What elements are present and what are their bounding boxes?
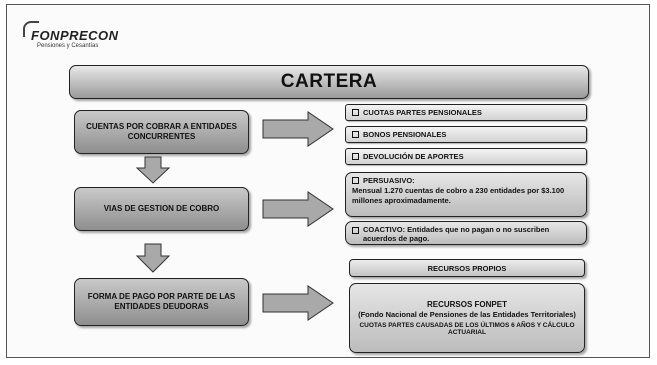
checkbox-bullet-icon: [352, 227, 359, 234]
persuasivo-text: Mensual 1.270 cuentas de cobro a 230 ent…: [352, 185, 565, 205]
logo-name: FONPRECON: [31, 28, 119, 43]
list-item-cuotas-partes: CUOTAS PARTES PENSIONALES: [345, 104, 587, 121]
coactivo-text: COACTIVO: Entidades que no pagan o no su…: [363, 225, 550, 244]
section-vias-de-gestion: VIAS DE GESTION DE COBRO: [74, 187, 249, 231]
section-cuentas-por-cobrar: CUENTAS POR COBRAR A ENTIDADES CONCURREN…: [74, 110, 249, 154]
checkbox-bullet-icon: [352, 131, 359, 138]
section-forma-de-pago: FORMA DE PAGO POR PARTE DE LAS ENTIDADES…: [74, 278, 249, 326]
recursos-fonpet-box: RECURSOS FONPET (Fondo Nacional de Pensi…: [349, 283, 585, 353]
logo-swoosh-icon: [23, 21, 39, 37]
arrow-right-icon: [262, 111, 334, 147]
fonpet-heading: RECURSOS FONPET: [426, 300, 507, 309]
arrow-right-icon: [262, 285, 334, 321]
persuasivo-heading: PERSUASIVO:: [363, 176, 415, 185]
list-item-devolucion: DEVOLUCIÓN DE APORTES: [345, 148, 587, 165]
page-title: CARTERA: [69, 65, 589, 99]
coactivo-box: COACTIVO: Entidades que no pagan o no su…: [345, 221, 587, 245]
recursos-propios-box: RECURSOS PROPIOS: [349, 259, 585, 277]
checkbox-bullet-icon: [352, 109, 359, 116]
logo-tagline: Pensiones y Cesantías: [37, 43, 99, 49]
arrow-right-icon: [262, 191, 334, 227]
checkbox-bullet-icon: [352, 177, 359, 185]
list-item-bonos: BONOS PENSIONALES: [345, 126, 587, 143]
arrow-down-icon: [135, 243, 171, 273]
fonpet-detail: CUOTAS PARTES CAUSADAS DE LOS ÚLTIMOS 6 …: [359, 322, 575, 336]
slide: FONPRECON Pensiones y Cesantías CARTERA …: [6, 4, 650, 358]
checkbox-bullet-icon: [352, 153, 359, 160]
arrow-down-icon: [135, 156, 171, 184]
persuasivo-box: PERSUASIVO: Mensual 1.270 cuentas de cob…: [345, 172, 587, 217]
fonpet-subheading: (Fondo Nacional de Pensiones de las Enti…: [358, 310, 576, 319]
